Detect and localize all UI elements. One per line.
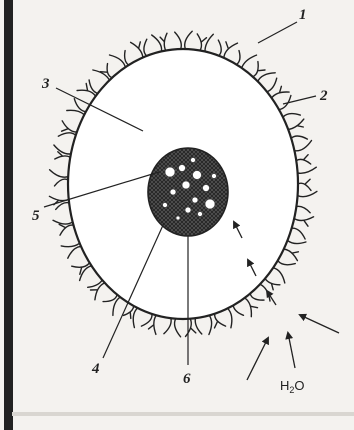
surface-projection: [237, 51, 240, 65]
surface-projection: [288, 119, 304, 129]
surface-projection: [103, 295, 117, 302]
label-3: 3: [41, 76, 50, 92]
leader-line-1: [258, 22, 297, 43]
surface-projection-branch: [280, 86, 282, 92]
surface-projection: [144, 39, 147, 56]
surface-projection: [292, 228, 306, 239]
surface-projection: [110, 55, 126, 67]
surface-projection-branch: [272, 284, 274, 290]
surface-projection: [197, 34, 201, 51]
surface-projection: [55, 179, 69, 186]
surface-projection: [54, 145, 71, 154]
surface-projection: [131, 42, 143, 57]
surface-projection-branch: [130, 312, 131, 318]
surface-projection: [205, 34, 213, 51]
surface-projection: [154, 315, 156, 334]
surface-projection: [125, 51, 129, 66]
surface-projection: [298, 191, 317, 196]
leader-line-2: [283, 96, 316, 104]
surface-projection: [245, 298, 252, 317]
label-2: 2: [319, 88, 328, 104]
surface-projection-branch: [226, 42, 228, 49]
surface-projection-branch: [258, 70, 265, 71]
surface-projection: [253, 62, 258, 77]
label-1: 1: [299, 7, 307, 23]
surface-projection: [298, 167, 317, 173]
surface-projection-branch: [202, 38, 207, 42]
surface-projection: [291, 136, 307, 139]
surface-projection: [267, 78, 277, 92]
surface-projection-branch: [139, 42, 141, 48]
surface-projection-branch: [149, 325, 154, 329]
surface-projection-branch: [191, 328, 196, 333]
surface-projection-branch: [160, 37, 164, 41]
surface-projection: [68, 246, 81, 258]
surface-projection-branch: [86, 84, 87, 91]
surface-projection: [74, 99, 86, 112]
surface-projection-branch: [292, 252, 298, 253]
arrow-outer-3: [247, 338, 268, 380]
surface-projection-branch: [100, 72, 107, 73]
surface-projection: [72, 263, 90, 268]
surface-projection-branch: [304, 155, 308, 160]
surface-projection: [164, 33, 167, 50]
surface-projection: [288, 240, 306, 243]
surface-projection: [164, 318, 171, 333]
surface-projection-branch: [304, 221, 308, 227]
surface-projection: [185, 31, 193, 49]
surface-projection-branch: [62, 129, 68, 131]
arrow-outer-1: [300, 315, 339, 333]
surface-projection: [58, 133, 76, 136]
surface-projection: [258, 73, 275, 82]
surface-projection-branch: [215, 322, 218, 328]
surface-projection: [283, 114, 300, 118]
surface-projection: [53, 220, 73, 224]
label-5: 5: [32, 208, 40, 224]
surface-projection: [265, 279, 280, 285]
surface-projection: [195, 318, 202, 334]
surface-projection: [242, 55, 257, 68]
surface-projection: [294, 217, 313, 221]
surface-projection: [233, 306, 243, 316]
surface-projection: [141, 314, 152, 326]
surface-projection: [77, 90, 96, 96]
surface-projection: [250, 294, 264, 301]
surface-projection-branch: [305, 179, 310, 184]
surface-projection-branch: [59, 224, 65, 227]
surface-projection: [273, 268, 285, 283]
water-label: H2O: [280, 378, 305, 395]
surface-projection: [61, 243, 79, 247]
surface-projection: [218, 40, 221, 56]
surface-projection: [272, 92, 290, 98]
surface-projection: [107, 64, 112, 78]
surface-projection-branch: [251, 306, 258, 307]
arrow-inner-3: [267, 291, 276, 305]
surface-projection: [50, 170, 69, 177]
surface-projection-branch: [298, 126, 304, 127]
surface-projection: [175, 319, 181, 337]
surface-projection: [175, 32, 182, 49]
surface-projection: [228, 308, 232, 327]
surface-projection: [295, 141, 312, 151]
surface-projection: [278, 261, 296, 265]
surface-projection: [296, 206, 310, 212]
surface-projection: [284, 249, 298, 261]
surface-projection: [224, 43, 238, 58]
nucleus: [148, 148, 228, 236]
surface-projection: [56, 203, 69, 210]
label-4: 4: [91, 361, 100, 377]
arrow-outer-2: [288, 333, 295, 368]
label-6: 6: [183, 371, 191, 387]
surface-projection: [209, 315, 212, 334]
surface-projection-branch: [80, 268, 82, 275]
surface-projection: [133, 308, 137, 328]
